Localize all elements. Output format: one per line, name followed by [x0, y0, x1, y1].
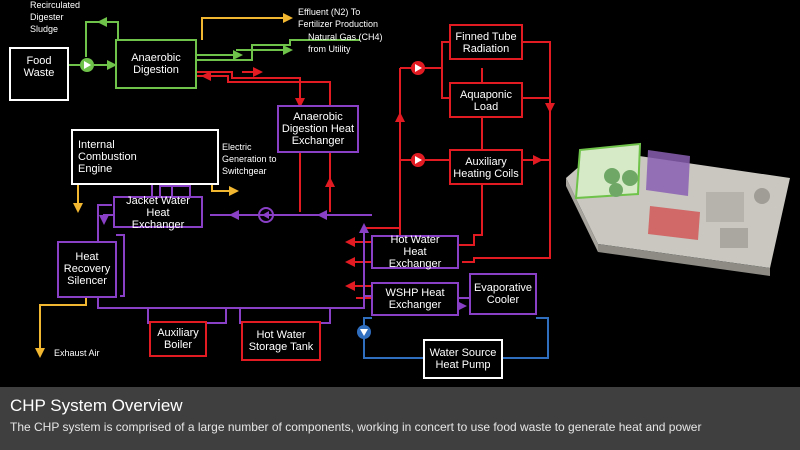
radiation-pump-arrow-icon: [415, 64, 422, 72]
wshp-pump-arrow-icon: [360, 329, 368, 336]
plant-3d-rendering: [566, 142, 790, 276]
natural-gas-label: Natural Gas (CH4)from Utility: [308, 32, 383, 54]
caption-bar: CHP System Overview The CHP system is co…: [0, 387, 800, 450]
caption-body: The CHP system is comprised of a large n…: [10, 420, 702, 434]
yellow-lines: [35, 13, 293, 358]
engine-loop-pump-arrow-icon: [262, 211, 269, 219]
coils-pump-arrow-icon: [415, 156, 422, 164]
engine-loop-pump-icon: [258, 207, 274, 223]
exhaust-air-label: Exhaust Air: [54, 348, 100, 358]
caption-title: CHP System Overview: [10, 396, 183, 415]
green-lines: [68, 17, 360, 70]
sludge-pump-arrow-icon: [84, 61, 91, 69]
